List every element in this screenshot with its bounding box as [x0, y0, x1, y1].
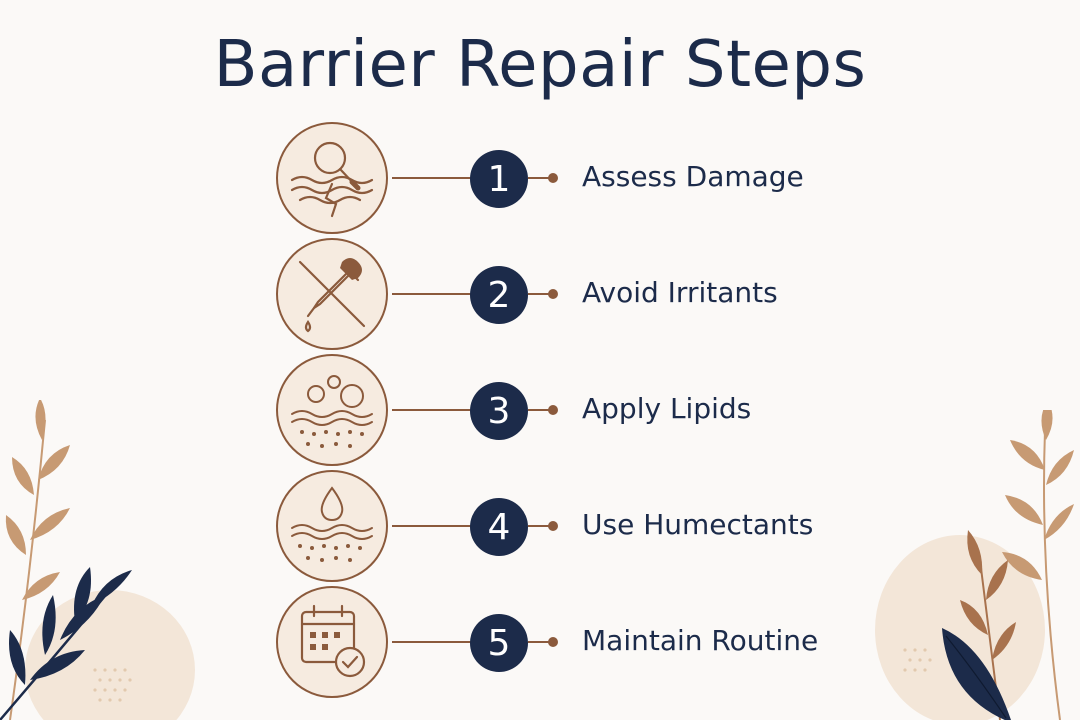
step-5-connector: [392, 641, 472, 643]
step-2-dot: [548, 289, 558, 299]
step-2-stub: [528, 293, 550, 295]
magnifier-cracked-skin-icon: [290, 141, 374, 218]
water-drop-skin-icon: [291, 486, 373, 562]
step-row-2: 2 Avoid Irritants: [276, 238, 836, 354]
step-3-number-badge: 3: [470, 382, 528, 440]
step-3-dot: [548, 405, 558, 415]
step-3-icon-circle: [276, 354, 388, 466]
step-2-number-badge: 2: [470, 266, 528, 324]
step-5-dot: [548, 637, 558, 647]
lipid-bubbles-skin-icon: [291, 375, 373, 448]
crossed-dropper-icon: [298, 258, 366, 333]
step-4-icon-circle: [276, 470, 388, 582]
step-5-label: Maintain Routine: [582, 624, 819, 657]
left-leaf-decoration: [0, 400, 195, 720]
step-row-4: 4 Use Humectants: [276, 470, 836, 586]
step-4-dot: [548, 521, 558, 531]
step-row-1: 1 Assess Damage: [276, 122, 836, 238]
step-2-label: Avoid Irritants: [582, 276, 778, 309]
step-1-number-badge: 1: [470, 150, 528, 208]
step-row-3: 3 Apply Lipids: [276, 354, 836, 470]
step-5-number-badge: 5: [470, 614, 528, 672]
step-4-label: Use Humectants: [582, 508, 814, 541]
step-3-connector: [392, 409, 472, 411]
step-4-number-badge: 4: [470, 498, 528, 556]
calendar-check-icon: [300, 604, 366, 678]
step-1-label: Assess Damage: [582, 160, 804, 193]
step-1-dot: [548, 173, 558, 183]
page-title: Barrier Repair Steps: [213, 28, 867, 102]
step-1-icon-circle: [276, 122, 388, 234]
step-2-icon-circle: [276, 238, 388, 350]
step-5-icon-circle: [276, 586, 388, 698]
step-1-connector: [392, 177, 472, 179]
step-2-connector: [392, 293, 472, 295]
step-4-stub: [528, 525, 550, 527]
step-4-connector: [392, 525, 472, 527]
step-3-stub: [528, 409, 550, 411]
step-3-label: Apply Lipids: [582, 392, 752, 425]
step-1-stub: [528, 177, 550, 179]
step-row-5: 5 Maintain Routine: [276, 586, 836, 702]
right-leaf-decoration: [875, 410, 1074, 720]
step-5-stub: [528, 641, 550, 643]
